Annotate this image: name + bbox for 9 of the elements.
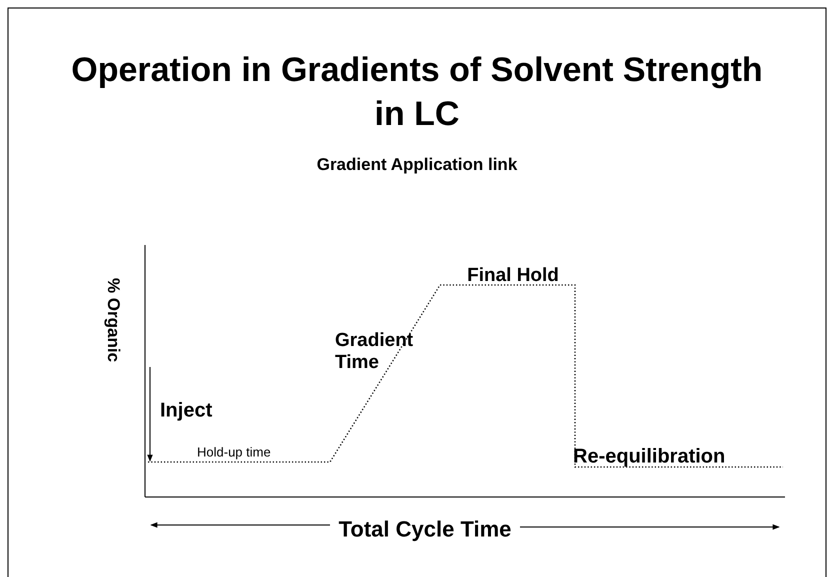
- subtitle: Gradient Application link: [316, 155, 518, 175]
- curve-label: Inject: [160, 400, 212, 422]
- curve-label: Gradient Time: [335, 330, 414, 374]
- axis-label: % Organic: [103, 278, 123, 362]
- axis-label: Total Cycle Time: [338, 516, 512, 542]
- curve-label: Re-equilibration: [573, 446, 726, 468]
- curve-label: Final Hold: [467, 265, 559, 287]
- curve-label: Hold-up time: [197, 446, 271, 460]
- title: Operation in Gradients of Solvent Strength in LC: [70, 50, 764, 136]
